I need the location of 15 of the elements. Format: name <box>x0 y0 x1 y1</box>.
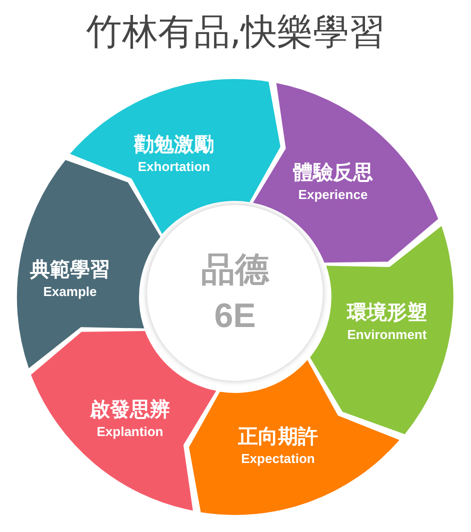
segment-subtitle: Example <box>42 282 98 301</box>
segment-title: 環境形塑 <box>346 298 428 325</box>
center-subtitle: 6E <box>213 297 257 336</box>
segment-subtitle: Exhortation <box>136 158 212 176</box>
segment-title: 啟發思辨 <box>88 396 171 422</box>
segment-subtitle: Explantion <box>96 422 164 441</box>
segment-title: 體驗反思 <box>292 158 374 185</box>
segment-title: 正向期許 <box>236 422 319 449</box>
segment-subtitle: Environment <box>346 326 428 344</box>
title: 竹林有品,快樂學習 <box>84 11 386 55</box>
segment-title: 典範學習 <box>29 256 111 282</box>
segment-subtitle: Experience <box>297 186 369 204</box>
center-title: 品德 <box>200 250 270 291</box>
segment-subtitle: Expectation <box>240 450 316 468</box>
segment-title: 勸勉激勵 <box>132 130 215 157</box>
